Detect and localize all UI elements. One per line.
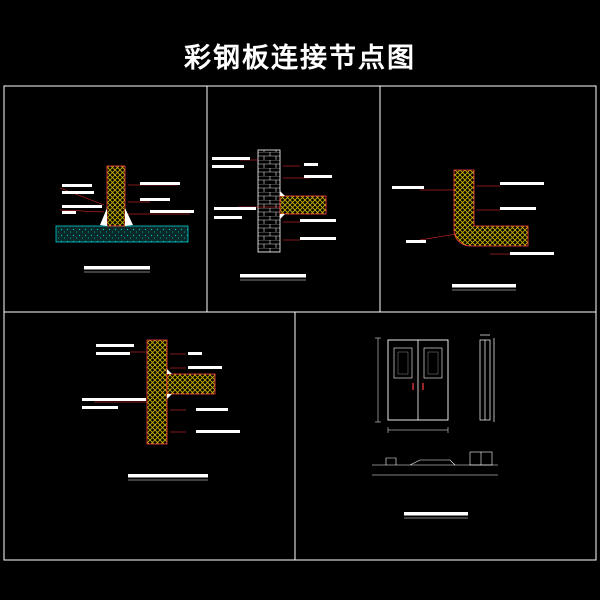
detail-caption: [84, 266, 150, 270]
annotation-block: [82, 344, 240, 433]
annotation-block: [62, 182, 194, 214]
insulated-panel-corner: [453, 169, 529, 247]
door-plan-section: [372, 451, 498, 476]
door-window-right: [423, 347, 443, 379]
detail-panel-floor: [55, 165, 194, 273]
insulated-panel: [279, 195, 327, 215]
sealant-fillet: [100, 208, 107, 226]
sheet-frame: [3, 85, 597, 561]
brick-wall: [257, 149, 281, 253]
detail-panel-brick: [212, 149, 336, 281]
door-window-left: [393, 347, 413, 379]
detail-caption: [404, 512, 468, 516]
insulated-panel: [106, 165, 126, 227]
annotation-block: [212, 157, 336, 240]
drawing-title: 彩钢板连接节点图: [184, 43, 416, 74]
door-side-section: [479, 334, 495, 422]
leader-lines: [59, 184, 190, 215]
dimension-lines: [375, 337, 449, 433]
detail-caption: [128, 474, 208, 478]
detail-double-door: [372, 334, 498, 519]
detail-corner-joint: [392, 169, 554, 291]
concrete-floor: [55, 225, 189, 243]
detail-caption: [240, 274, 306, 278]
sealant-fillet-right: [125, 208, 133, 226]
annotation-block: [392, 182, 554, 255]
detail-panel-tee: [82, 339, 240, 481]
detail-caption: [452, 284, 516, 288]
insulated-panel-horizontal: [166, 373, 216, 395]
insulated-panel-vertical: [146, 339, 168, 445]
